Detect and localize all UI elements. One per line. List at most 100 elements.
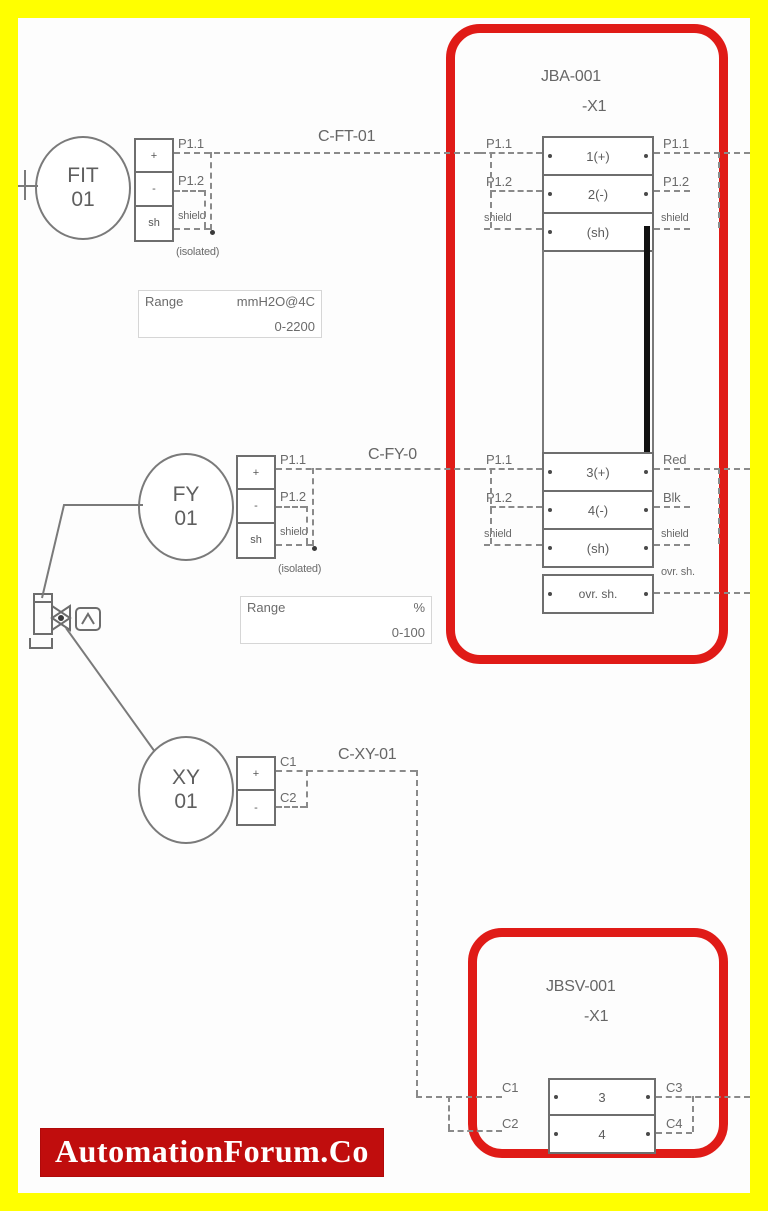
- jba-wire-out-bundle: [718, 152, 720, 228]
- instrument-bubble-fy-01[interactable]: FY 01: [138, 453, 234, 561]
- terminal-dot-left: [554, 1095, 558, 1099]
- junction-box-sub-jba: -X1: [582, 98, 607, 115]
- terminal-number: 2(-): [587, 186, 609, 202]
- instrument-tag-bottom: 01: [174, 790, 198, 813]
- diagram-canvas: FIT 01 + - sh P1.1 P1.2 shield (isolated…: [18, 18, 750, 1193]
- terminal-row[interactable]: 4(-): [544, 492, 652, 530]
- terminal-dot-right: [644, 470, 648, 474]
- jba-strip-body-right: [652, 250, 654, 466]
- terminal-cell[interactable]: +: [136, 140, 172, 174]
- terminal-cell[interactable]: -: [136, 173, 172, 207]
- wire-label-fit-p12: P1.2: [178, 173, 204, 188]
- instrument-bubble-xy-01[interactable]: XY 01: [138, 736, 234, 844]
- terminal-number: 3(+): [586, 464, 610, 480]
- terminal-dot-right: [646, 1132, 650, 1136]
- jba2-wire-out-1: [654, 468, 750, 470]
- range-unit: %: [413, 600, 425, 615]
- terminal-strip-fy-01[interactable]: + - sh: [236, 455, 276, 559]
- terminal-strip-xy-01[interactable]: + -: [236, 756, 276, 826]
- wire-fit-shield: [174, 228, 210, 230]
- terminal-number: 4(-): [587, 502, 609, 518]
- terminal-dot-left: [548, 592, 552, 596]
- shield-junction-dot: [312, 546, 317, 551]
- terminal-dot-right: [644, 154, 648, 158]
- jba-wire-in-2: [490, 190, 542, 192]
- terminal-cell[interactable]: +: [238, 457, 274, 491]
- instrument-bubble-fit-01[interactable]: FIT 01: [35, 136, 131, 240]
- wire-label-fit-p11: P1.1: [178, 136, 204, 151]
- wire-fy-bundle-v: [312, 468, 314, 546]
- terminal-number: (sh): [586, 540, 610, 556]
- terminal-block-jba-overall-shield[interactable]: ovr. sh.: [542, 574, 654, 614]
- wire-fit-p12: [174, 190, 204, 192]
- process-connector-fit-bar: [24, 170, 26, 200]
- jbsv-left-label-c2: C2: [502, 1116, 519, 1131]
- terminal-dot-right: [646, 1095, 650, 1099]
- jba2-wire-out-3: [654, 544, 690, 546]
- cable-tag-c-xy-01: C-XY-01: [338, 746, 397, 763]
- terminal-row[interactable]: 2(-): [544, 176, 652, 214]
- jbsv-wire-out-bundle: [692, 1096, 694, 1132]
- process-connector-fit: [18, 185, 38, 187]
- control-valve-symbol: [29, 593, 101, 649]
- range-value: 0-2200: [274, 319, 315, 334]
- terminal-row[interactable]: 3: [550, 1080, 654, 1116]
- jba-left-label-shield-b: shield: [484, 528, 512, 540]
- terminal-number: ovr. sh.: [578, 587, 618, 601]
- wire-fit-p12-v: [204, 190, 206, 228]
- jba-wire-out-3: [654, 228, 690, 230]
- terminal-cell[interactable]: +: [238, 758, 274, 791]
- jba-strip-body-left: [542, 250, 544, 466]
- note-fit-isolated: (isolated): [176, 246, 220, 258]
- terminal-block-jbsv[interactable]: 3 4: [548, 1078, 656, 1154]
- terminal-dot-left: [548, 230, 552, 234]
- terminal-row[interactable]: 4: [550, 1116, 654, 1152]
- terminal-dot-left: [548, 508, 552, 512]
- junction-box-title-jba: JBA-001: [541, 68, 601, 85]
- jba2-wire-in-1: [480, 468, 542, 470]
- jba-right-label-shield-b: shield: [661, 528, 689, 540]
- wire-label-xy-c2: C2: [280, 790, 297, 805]
- jbsv-left-label-c1: C1: [502, 1080, 519, 1095]
- jba-right-label-ovr-sh: ovr. sh.: [661, 566, 695, 578]
- terminal-block-jba-group1[interactable]: 1(+) 2(-) (sh): [542, 136, 654, 252]
- shield-junction-dot: [210, 230, 215, 235]
- wire-fit-bundle-v: [210, 152, 212, 230]
- terminal-dot-left: [554, 1132, 558, 1136]
- terminal-row[interactable]: (sh): [544, 530, 652, 566]
- jba2-wire-in-3: [484, 544, 542, 546]
- jba-left-label-p12-b: P1.2: [486, 490, 512, 505]
- wire-xy-riser: [416, 770, 418, 1096]
- wire-label-fy-p12: P1.2: [280, 489, 306, 504]
- terminal-cell[interactable]: -: [254, 801, 258, 814]
- terminal-cell[interactable]: -: [238, 490, 274, 524]
- range-value: 0-100: [391, 625, 425, 640]
- terminal-row[interactable]: 1(+): [544, 138, 652, 176]
- terminal-block-jba-group2[interactable]: 3(+) 4(-) (sh): [542, 452, 654, 568]
- wire-xy-c1: [276, 770, 416, 772]
- jbsv-right-label-c3: C3: [666, 1080, 683, 1095]
- terminal-cell[interactable]: sh: [148, 217, 160, 230]
- instrument-tag-bottom: 01: [174, 507, 198, 530]
- terminal-dot-left: [548, 154, 552, 158]
- wire-fit-p11: [174, 152, 480, 154]
- jba-right-label-shield: shield: [661, 212, 689, 224]
- range-unit: mmH2O@4C: [236, 294, 315, 309]
- terminal-dot-right: [644, 592, 648, 596]
- junction-box-title-jbsv: JBSV-001: [546, 978, 616, 995]
- wire-fy-p12: [276, 506, 306, 508]
- terminal-strip-fit-01[interactable]: + - sh: [134, 138, 174, 242]
- terminal-cell[interactable]: sh: [250, 534, 262, 547]
- instrument-tag-top: XY: [171, 765, 200, 789]
- jba2-wire-in-2: [490, 506, 542, 508]
- watermark-banner: AutomationForum.Co: [40, 1128, 384, 1177]
- terminal-row[interactable]: ovr. sh.: [544, 576, 652, 612]
- wire-label-fy-shield: shield: [280, 526, 308, 538]
- instrument-tag-bottom: 01: [71, 188, 95, 211]
- junction-box-sub-jbsv: -X1: [584, 1008, 609, 1025]
- terminal-row[interactable]: (sh): [544, 214, 652, 250]
- jbsv-wire-out-2: [656, 1132, 692, 1134]
- jba-right-label-p12: P1.2: [663, 174, 689, 189]
- jba-wire-in-1: [480, 152, 542, 154]
- terminal-row[interactable]: 3(+): [544, 454, 652, 492]
